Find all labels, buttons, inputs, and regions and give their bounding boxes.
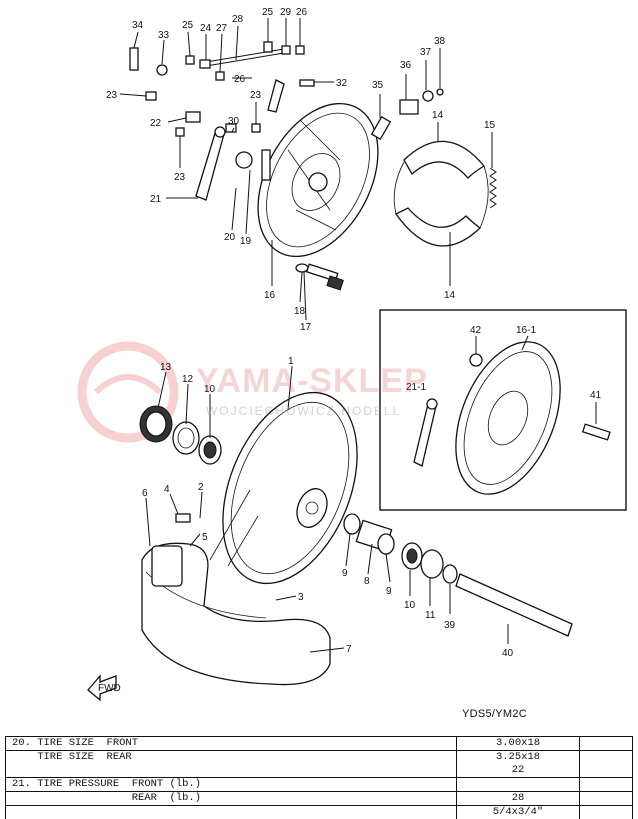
brake-spring xyxy=(490,168,496,208)
callout-7: 7 xyxy=(346,644,352,655)
table-row: 5/4x3/4" xyxy=(6,806,633,819)
callout-11: 11 xyxy=(425,610,436,621)
callout-42: 42 xyxy=(470,325,482,336)
callout-16-1: 16-1 xyxy=(516,325,536,336)
spec-value: 3.00x18 xyxy=(457,737,580,751)
callout-39: 39 xyxy=(444,620,456,631)
cam-lever xyxy=(196,127,225,200)
callout-15: 15 xyxy=(484,120,496,131)
spec-label: 20. TIRE SIZE FRONT xyxy=(6,737,457,751)
brake-plate-assembly xyxy=(234,83,403,277)
callout-23: 23 xyxy=(106,90,118,101)
callout-9: 9 xyxy=(342,568,348,579)
brake-rod xyxy=(206,48,290,62)
callout-36: 36 xyxy=(400,60,412,71)
watermark-title: YAMA-SKLEP xyxy=(196,362,428,401)
callout-40: 40 xyxy=(502,648,514,659)
callout-28: 28 xyxy=(232,14,244,25)
inset-box xyxy=(380,310,626,510)
spec-value xyxy=(457,778,580,792)
brake-shoes xyxy=(394,141,488,246)
callout-18: 18 xyxy=(294,306,306,317)
spec-label: REAR (lb.) xyxy=(6,792,457,806)
model-code: YDS5/YM2C xyxy=(462,708,527,720)
spec-label: TIRE SIZE REAR xyxy=(6,751,457,765)
spec-value: 5/4x3/4" xyxy=(457,806,580,819)
callout-26-b: 26 xyxy=(234,74,246,85)
spec-value: 22 xyxy=(457,764,580,778)
callout-9-b: 9 xyxy=(386,586,392,597)
callout-24: 24 xyxy=(200,23,212,34)
callout-6: 6 xyxy=(142,488,148,499)
callout-25-b: 25 xyxy=(262,7,274,18)
callout-14-b: 14 xyxy=(444,290,456,301)
callout-27: 27 xyxy=(216,23,228,34)
callout-41: 41 xyxy=(590,390,602,401)
callout-14: 14 xyxy=(432,110,444,121)
callout-32: 32 xyxy=(336,78,348,89)
callout-12: 12 xyxy=(182,374,194,385)
callout-4: 4 xyxy=(164,484,170,495)
callout-38: 38 xyxy=(434,36,446,47)
spec-table: 20. TIRE SIZE FRONT 3.00x18 TIRE SIZE RE… xyxy=(5,736,633,819)
callout-8: 8 xyxy=(364,576,370,587)
callout-2: 2 xyxy=(198,482,204,493)
callout-29: 29 xyxy=(280,7,292,18)
table-row: TIRE SIZE REAR 3.25x18 xyxy=(6,751,633,765)
callout-20: 20 xyxy=(224,232,236,243)
callout-35: 35 xyxy=(372,80,384,91)
callout-23-c: 23 xyxy=(174,172,186,183)
callout-23-b: 23 xyxy=(250,90,262,101)
callout-5: 5 xyxy=(202,532,208,543)
callout-19: 19 xyxy=(240,236,252,247)
table-row: 20. TIRE SIZE FRONT 3.00x18 xyxy=(6,737,633,751)
fwd-arrow: FWD xyxy=(88,676,121,700)
callout-21: 21 xyxy=(150,194,162,205)
callout-22: 22 xyxy=(150,118,162,129)
callout-37: 37 xyxy=(420,47,432,58)
callout-25: 25 xyxy=(182,20,194,31)
spec-value: 28 xyxy=(457,792,580,806)
callout-16: 16 xyxy=(264,290,276,301)
callout-30: 30 xyxy=(228,116,240,127)
callout-17: 17 xyxy=(300,322,312,333)
spec-value: 3.25x18 xyxy=(457,751,580,765)
callout-10-b: 10 xyxy=(404,600,416,611)
brake-cam-shaft xyxy=(296,264,343,290)
callout-33: 33 xyxy=(158,30,170,41)
table-row: 22 xyxy=(6,764,633,778)
spec-label xyxy=(6,764,457,778)
callout-13: 13 xyxy=(160,362,172,373)
spec-label: 21. TIRE PRESSURE FRONT (lb.) xyxy=(6,778,457,792)
fwd-label: FWD xyxy=(98,683,121,694)
table-row: REAR (lb.) 28 xyxy=(6,792,633,806)
callout-34: 34 xyxy=(132,20,144,31)
callout-26: 26 xyxy=(296,7,308,18)
callout-3: 3 xyxy=(298,592,304,603)
table-row: 21. TIRE PRESSURE FRONT (lb.) xyxy=(6,778,633,792)
spec-label xyxy=(6,806,457,819)
watermark-subtitle: WOJCIECHOWICZ HODELL xyxy=(206,404,401,418)
